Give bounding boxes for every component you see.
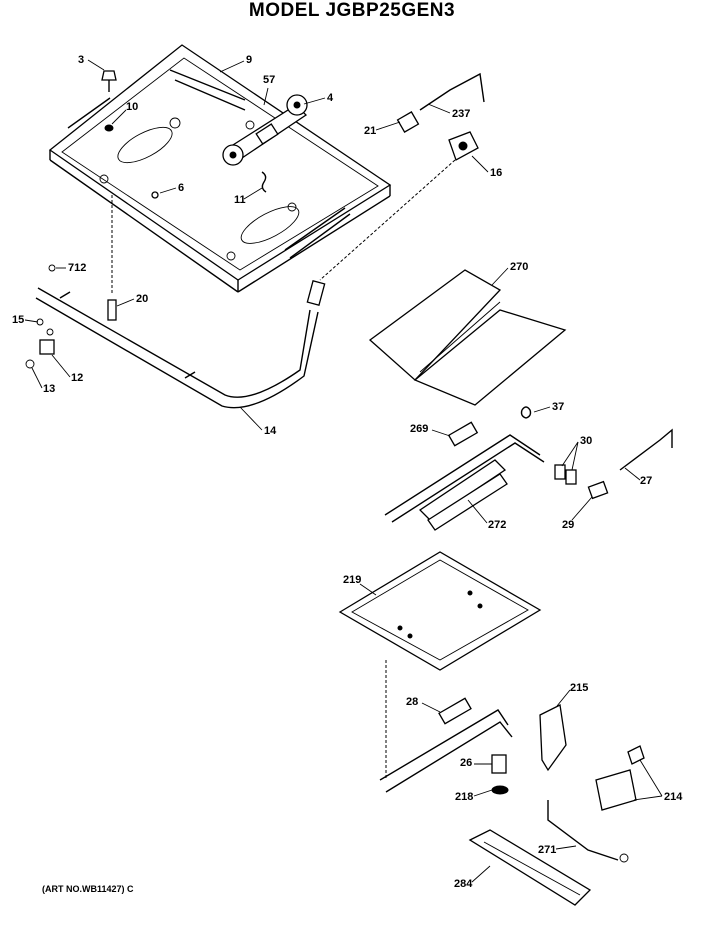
model-title: MODEL JGBP25GEN3 — [248, 0, 456, 21]
label-237: 237 — [452, 108, 470, 120]
label-214: 214 — [664, 791, 683, 803]
oven-burner — [384, 406, 673, 531]
label-270: 270 — [510, 261, 528, 273]
label-271: 271 — [538, 844, 556, 856]
label-27: 27 — [640, 475, 652, 487]
label-28: 28 — [406, 696, 418, 708]
label-4: 4 — [327, 92, 334, 104]
shield-270 — [368, 269, 567, 406]
label-13: 13 — [43, 383, 55, 395]
label-9: 9 — [246, 54, 252, 66]
label-11: 11 — [234, 194, 246, 206]
label-269: 269 — [410, 423, 428, 435]
label-219: 219 — [343, 574, 361, 586]
label-12: 12 — [71, 372, 83, 384]
label-15: 15 — [12, 314, 24, 326]
label-3: 3 — [78, 54, 84, 66]
burner-box — [48, 44, 392, 293]
label-16: 16 — [490, 167, 502, 179]
label-20: 20 — [136, 293, 148, 305]
label-6: 6 — [178, 182, 184, 194]
label-57: 57 — [263, 74, 275, 86]
art-number: (ART NO.WB11427) C — [42, 884, 134, 894]
bracket-284 — [468, 829, 592, 906]
label-21: 21 — [364, 125, 376, 137]
label-284: 284 — [454, 878, 473, 890]
label-218: 218 — [455, 791, 473, 803]
switch-214 — [595, 745, 645, 811]
igniter-assembly — [319, 72, 485, 281]
label-272: 272 — [488, 519, 506, 531]
label-37: 37 — [552, 401, 564, 413]
broil-burner — [379, 697, 629, 863]
manifold-pipe — [25, 195, 326, 409]
label-712: 712 — [68, 262, 86, 274]
label-14: 14 — [264, 425, 277, 437]
label-29: 29 — [562, 519, 574, 531]
label-26: 26 — [460, 757, 472, 769]
label-215: 215 — [570, 682, 588, 694]
part-labels: 3 9 57 4 10 237 21 16 6 11 712 20 270 15… — [12, 54, 683, 890]
shield-219 — [338, 551, 542, 780]
label-30: 30 — [580, 435, 592, 447]
label-10: 10 — [126, 101, 138, 113]
